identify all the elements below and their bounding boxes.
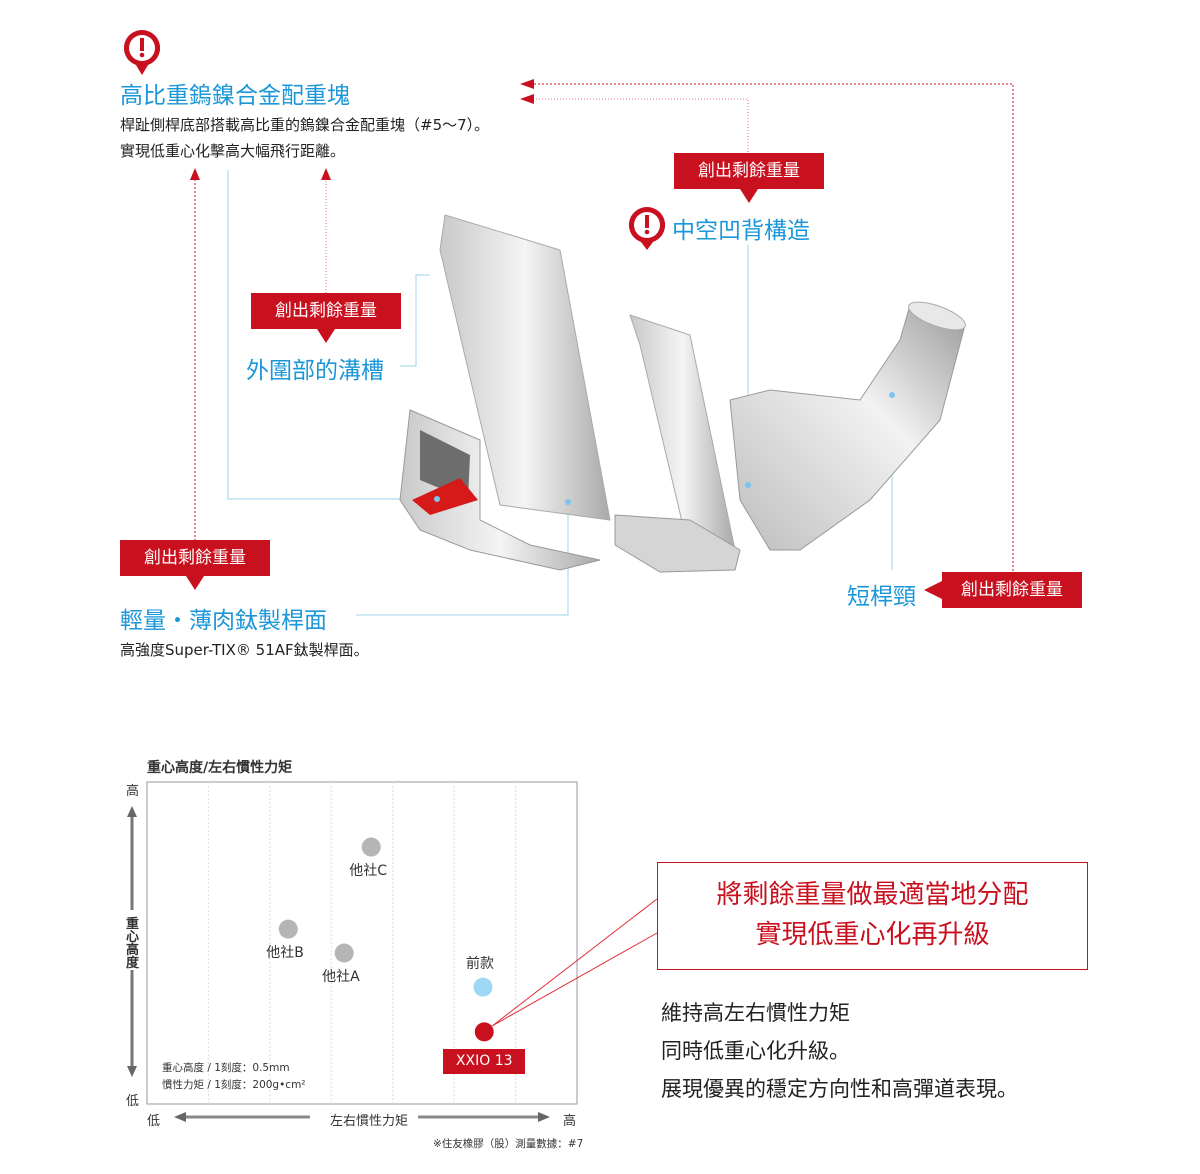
tag-hollow: 創出剩餘重量	[674, 153, 824, 203]
feature-desc-face: 高強度Super-TIX® 51AF鈦製桿面。	[120, 641, 369, 659]
y-arrow-up-head	[127, 806, 137, 817]
x-arrow-left-head	[174, 1112, 186, 1122]
x-low-label: 低	[147, 1114, 161, 1129]
summary-line-2: 同時低重心化升級。	[661, 1039, 850, 1063]
callout-line-2: 實現低重心化再升級	[755, 920, 990, 950]
alert-pin-icon	[628, 206, 666, 250]
club-illustration	[190, 79, 1014, 616]
data-point	[334, 943, 354, 963]
tag-face: 創出剩餘重量	[120, 540, 270, 590]
x-high-label: 高	[563, 1114, 577, 1129]
data-source-note: ※住友橡膠（股）測量數據：#7	[433, 1138, 584, 1150]
scale-note-moi: 慣性力矩 / 1刻度：200g•cm²	[162, 1079, 306, 1091]
data-point	[473, 977, 493, 997]
x-arrow-right-head	[538, 1112, 550, 1122]
feature-desc-weight-2: 實現低重心化擊高大幅飛行距離。	[120, 142, 346, 160]
point-label: 他社A	[322, 968, 360, 985]
point-label: XXIO 13	[443, 1048, 526, 1074]
summary-line-1: 維持高左右慣性力矩	[661, 1001, 850, 1025]
data-point	[361, 837, 381, 857]
callout-pointer	[491, 932, 658, 1027]
callout-pointer	[491, 898, 658, 1027]
tag-groove: 創出剩餘重量	[251, 293, 401, 343]
summary-line-3: 展現優異的穩定方向性和高彈道表現。	[661, 1077, 1018, 1101]
point-label: 他社C	[349, 863, 387, 880]
feature-title-hollow: 中空凹背構造	[672, 218, 810, 244]
y-high-label: 高	[126, 784, 140, 799]
y-arrow-down-head	[127, 1066, 137, 1077]
feature-title-face: 輕量・薄肉鈦製桿面	[120, 608, 327, 634]
data-point	[278, 919, 298, 939]
tag-hosel: 創出剩餘重量	[924, 572, 1082, 608]
chart-title: 重心高度/左右慣性力矩	[147, 760, 293, 776]
y-low-label: 低	[126, 1094, 140, 1109]
x-axis-label: 左右慣性力矩	[324, 1110, 415, 1129]
connector-lines	[190, 79, 1014, 616]
point-label: 他社B	[266, 945, 304, 962]
feature-title-hosel: 短桿頸	[847, 584, 916, 610]
summary: 維持高左右慣性力矩 同時低重心化升級。 展現優異的穩定方向性和高彈道表現。	[661, 994, 1018, 1108]
y-axis-label: 重心高度	[126, 917, 140, 971]
data-point	[474, 1022, 494, 1042]
point-label: 前款	[466, 956, 494, 973]
feature-desc-weight-1: 桿趾側桿底部搭載高比重的鎢鎳合金配重塊（#5〜7）。	[120, 116, 490, 134]
callout-box: 將剩餘重量做最適當地分配 實現低重心化再升級	[657, 862, 1088, 970]
alert-pin-icon	[123, 29, 161, 75]
callout-line-1: 將剩餘重量做最適當地分配	[716, 880, 1029, 910]
feature-title-weight: 高比重鎢鎳合金配重塊	[120, 83, 350, 109]
scale-note-height: 重心高度 / 1刻度：0.5mm	[162, 1062, 290, 1074]
feature-title-groove: 外圍部的溝槽	[246, 358, 384, 384]
